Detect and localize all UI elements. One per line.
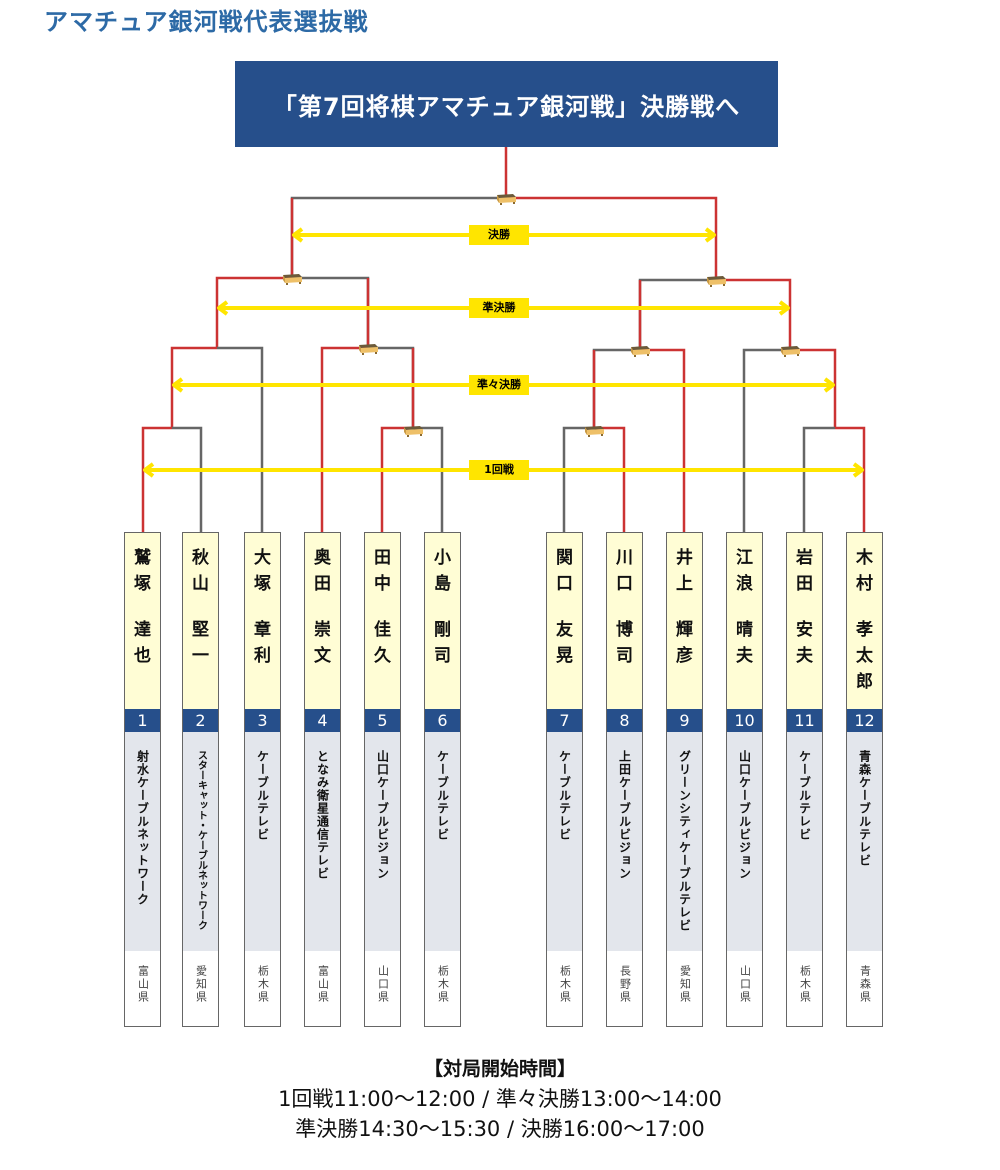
- player-name: 木村孝太郎: [856, 548, 873, 692]
- player-name: 鷲塚達也: [134, 548, 151, 666]
- player-card: 江浪晴夫 10 山口ケーブルビジョン 山口県: [726, 532, 763, 1027]
- prefecture: 栃木県: [547, 951, 582, 1026]
- player-card: 鷲塚達也 1 射水ケーブルネットワーク 富山県: [124, 532, 161, 1027]
- player-card: 田中佳久 5 山口ケーブルビジョン 山口県: [364, 532, 401, 1027]
- affiliation: 青森ケーブルテレビ: [847, 732, 882, 951]
- seed-number: 5: [365, 709, 400, 732]
- player-name: 関口友晃: [556, 548, 573, 666]
- shogi-board-icon: [585, 426, 604, 437]
- affiliation: 山口ケーブルビジョン: [727, 732, 762, 951]
- affiliation: ケーブルテレビ: [425, 732, 460, 951]
- prefecture: 栃木県: [787, 951, 822, 1026]
- affiliation: 射水ケーブルネットワーク: [125, 732, 160, 951]
- prefecture: 山口県: [365, 951, 400, 1026]
- prefecture: 青森県: [847, 951, 882, 1026]
- seed-number: 9: [667, 709, 702, 732]
- player-name: 小島剛司: [434, 548, 451, 666]
- player-card: 井上輝彦 9 グリーンシティケーブルテレビ 愛知県: [666, 532, 703, 1027]
- shogi-board-icon: [404, 426, 423, 437]
- schedule-line-1: 1回戦11:00～12:00 / 準々決勝13:00～14:00: [278, 1087, 722, 1111]
- player-name: 田中佳久: [374, 548, 391, 666]
- prefecture: 愛知県: [183, 951, 218, 1026]
- affiliation: ケーブルテレビ: [245, 732, 280, 951]
- player-card: 小島剛司 6 ケーブルテレビ 栃木県: [424, 532, 461, 1027]
- prefecture: 富山県: [305, 951, 340, 1026]
- player-card: 岩田安夫 11 ケーブルテレビ 栃木県: [786, 532, 823, 1027]
- shogi-board-icon: [707, 276, 726, 287]
- shogi-board-icon: [497, 194, 516, 205]
- schedule: 【対局開始時間】 1回戦11:00～12:00 / 準々決勝13:00～14:0…: [0, 1054, 1000, 1144]
- prefecture: 栃木県: [245, 951, 280, 1026]
- seed-number: 8: [607, 709, 642, 732]
- shogi-board-icon: [781, 346, 800, 357]
- prefecture: 愛知県: [667, 951, 702, 1026]
- round-label-final: 決勝: [469, 225, 529, 245]
- seed-number: 10: [727, 709, 762, 732]
- affiliation: となみ衛星通信テレビ: [305, 732, 340, 951]
- prefecture: 長野県: [607, 951, 642, 1026]
- prefecture: 栃木県: [425, 951, 460, 1026]
- player-card: 木村孝太郎 12 青森ケーブルテレビ 青森県: [846, 532, 883, 1027]
- seed-number: 1: [125, 709, 160, 732]
- prefecture: 山口県: [727, 951, 762, 1026]
- round-label-quarterfinal: 準々決勝: [469, 375, 529, 395]
- player-name: 江浪晴夫: [736, 548, 753, 666]
- round-label-semifinal: 準決勝: [469, 298, 529, 318]
- seed-number: 4: [305, 709, 340, 732]
- schedule-heading: 【対局開始時間】: [423, 1058, 576, 1080]
- player-name: 奥田崇文: [314, 548, 331, 666]
- seed-number: 6: [425, 709, 460, 732]
- final-destination-banner: 「第7回将棋アマチュア銀河戦」決勝戦へ: [235, 61, 778, 147]
- schedule-line-2: 準決勝14:30～15:30 / 決勝16:00～17:00: [295, 1117, 705, 1141]
- player-card: 大塚章利 3 ケーブルテレビ 栃木県: [244, 532, 281, 1027]
- round-label-first-round: 1回戦: [469, 460, 529, 480]
- player-card: 秋山堅一 2 スターキャット・ケーブルネットワーク 愛知県: [182, 532, 219, 1027]
- seed-number: 11: [787, 709, 822, 732]
- player-name: 川口博司: [616, 548, 633, 666]
- prefecture: 富山県: [125, 951, 160, 1026]
- seed-number: 12: [847, 709, 882, 732]
- seed-number: 3: [245, 709, 280, 732]
- affiliation: スターキャット・ケーブルネットワーク: [183, 732, 218, 951]
- player-card: 関口友晃 7 ケーブルテレビ 栃木県: [546, 532, 583, 1027]
- banner-text: 「第7回将棋アマチュア銀河戦」決勝戦へ: [272, 92, 741, 121]
- affiliation: グリーンシティケーブルテレビ: [667, 732, 702, 951]
- affiliation: 上田ケーブルビジョン: [607, 732, 642, 951]
- player-name: 岩田安夫: [796, 548, 813, 666]
- shogi-board-icon: [631, 346, 650, 357]
- seed-number: 2: [183, 709, 218, 732]
- affiliation: ケーブルテレビ: [547, 732, 582, 951]
- page-title: アマチュア銀河戦代表選抜戦: [44, 8, 369, 36]
- player-name: 井上輝彦: [676, 548, 693, 666]
- affiliation: 山口ケーブルビジョン: [365, 732, 400, 951]
- affiliation: ケーブルテレビ: [787, 732, 822, 951]
- player-name: 秋山堅一: [192, 548, 209, 666]
- player-card: 川口博司 8 上田ケーブルビジョン 長野県: [606, 532, 643, 1027]
- player-card: 奥田崇文 4 となみ衛星通信テレビ 富山県: [304, 532, 341, 1027]
- seed-number: 7: [547, 709, 582, 732]
- shogi-board-icon: [283, 274, 302, 285]
- tournament-bracket: [141, 147, 866, 532]
- shogi-board-icon: [359, 344, 378, 355]
- player-name: 大塚章利: [254, 548, 271, 666]
